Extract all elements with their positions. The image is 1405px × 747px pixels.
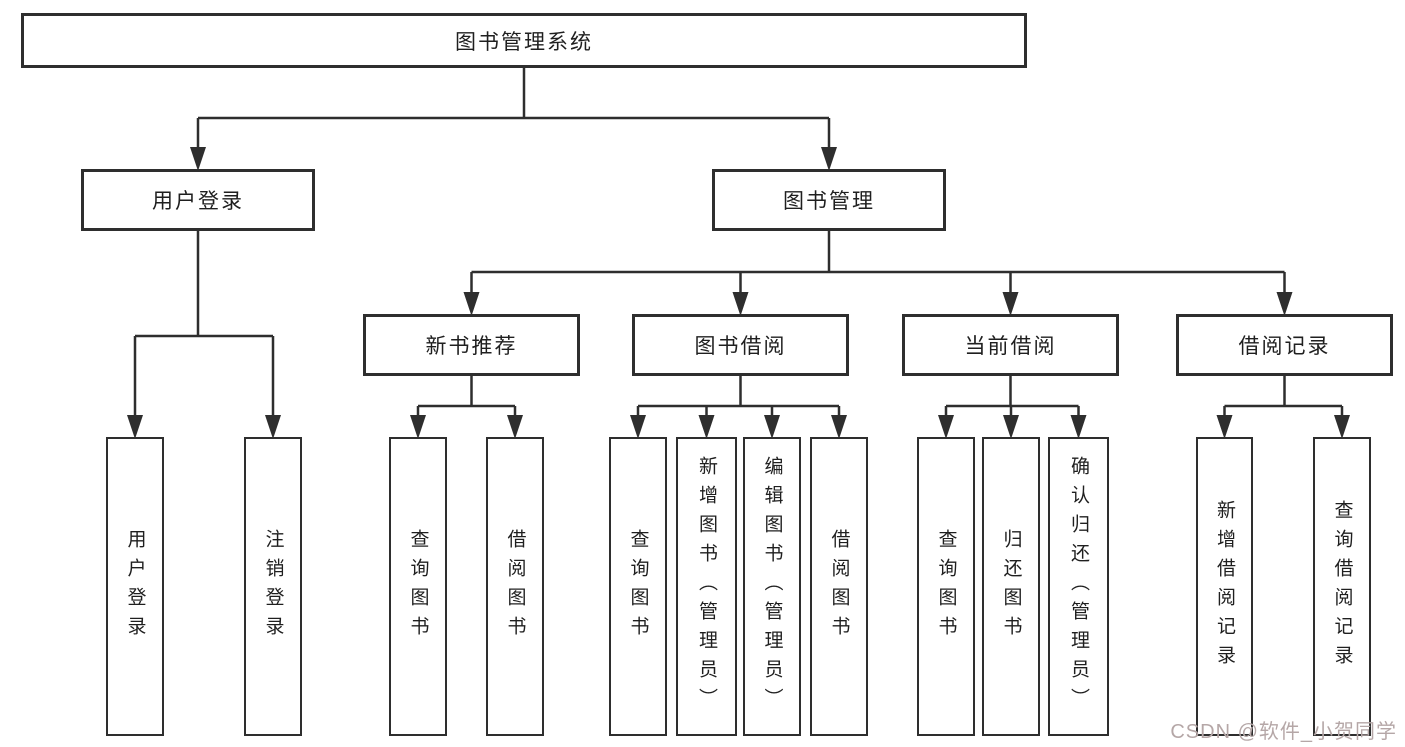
node-leaf-query-3: 查询图书 bbox=[917, 437, 975, 736]
node-label: 新书推荐 bbox=[425, 335, 518, 358]
node-leaf-confirm-return: 确认归还（管理员） bbox=[1048, 437, 1109, 736]
node-leaf-query-record: 查询借阅记录 bbox=[1313, 437, 1371, 736]
node-leaf-query-1: 查询图书 bbox=[389, 437, 447, 736]
node-leaf-user-login: 用户登录 bbox=[106, 437, 164, 736]
node-label: 查询图书 bbox=[407, 528, 429, 645]
node-label: 借阅记录 bbox=[1238, 335, 1331, 358]
node-leaf-add-book: 新增图书（管理员） bbox=[676, 437, 737, 736]
node-label: 用户登录 bbox=[124, 528, 146, 645]
node-label: 编辑图书（管理员） bbox=[761, 456, 783, 717]
node-label: 当前借阅 bbox=[964, 335, 1057, 358]
node-label: 借阅图书 bbox=[828, 528, 850, 645]
node-label: 图书管理系统 bbox=[455, 30, 593, 54]
node-label: 新增图书（管理员） bbox=[696, 456, 717, 717]
node-leaf-logout: 注销登录 bbox=[244, 437, 302, 736]
node-label: 新增借阅记录 bbox=[1214, 499, 1235, 674]
node-label: 借阅图书 bbox=[504, 528, 526, 645]
node-leaf-borrow-1: 借阅图书 bbox=[486, 437, 544, 736]
node-label: 注销登录 bbox=[262, 528, 284, 645]
node-borrow-records: 借阅记录 bbox=[1176, 314, 1393, 376]
node-label: 图书管理 bbox=[783, 190, 875, 213]
node-book-borrow: 图书借阅 bbox=[632, 314, 849, 376]
node-root: 图书管理系统 bbox=[21, 13, 1027, 68]
node-label: 查询图书 bbox=[935, 528, 957, 645]
node-label: 查询借阅记录 bbox=[1331, 499, 1353, 674]
node-leaf-return-book: 归还图书 bbox=[982, 437, 1040, 736]
node-label: 用户登录 bbox=[152, 190, 244, 213]
node-leaf-borrow-2: 借阅图书 bbox=[810, 437, 868, 736]
node-leaf-query-2: 查询图书 bbox=[609, 437, 667, 736]
node-label: 确认归还（管理员） bbox=[1068, 456, 1089, 717]
node-new-book-rec: 新书推荐 bbox=[363, 314, 580, 376]
node-book-mgmt: 图书管理 bbox=[712, 169, 946, 231]
node-user-login: 用户登录 bbox=[81, 169, 315, 231]
watermark: CSDN @软件_小贺同学 bbox=[1170, 721, 1397, 743]
node-leaf-edit-book: 编辑图书（管理员） bbox=[743, 437, 801, 736]
node-leaf-add-record: 新增借阅记录 bbox=[1196, 437, 1253, 736]
node-label: 查询图书 bbox=[627, 528, 649, 645]
node-label: 归还图书 bbox=[1000, 528, 1022, 645]
node-label: 图书借阅 bbox=[694, 335, 787, 358]
node-current-borrow: 当前借阅 bbox=[902, 314, 1119, 376]
